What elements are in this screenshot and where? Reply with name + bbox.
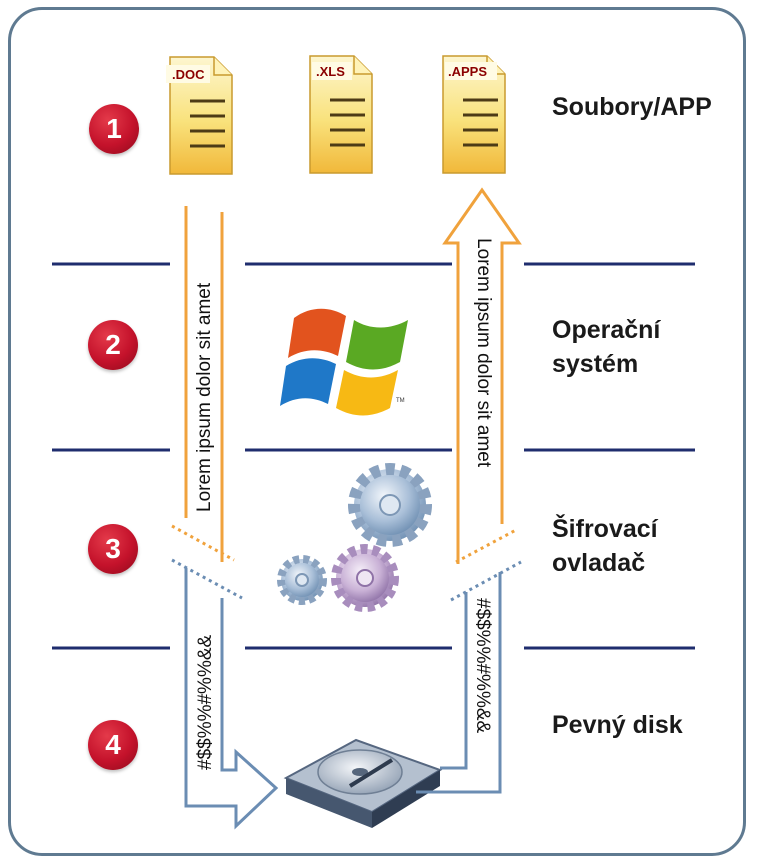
layer-label-os: Operační systém bbox=[552, 313, 660, 381]
gears-icon bbox=[277, 463, 432, 612]
plaintext-arrows bbox=[171, 187, 522, 564]
layer-label-os-line1: Operační bbox=[552, 316, 661, 344]
layer-label-driver-line2: ovladač bbox=[552, 549, 646, 577]
ciphertext-label-left: #$$%%#%%&& bbox=[195, 634, 216, 770]
step-badge-4: 4 bbox=[88, 720, 138, 770]
layer-dividers bbox=[52, 262, 695, 650]
layer-label-disk-line1: Pevný disk bbox=[552, 711, 683, 739]
layer-label-driver-line1: Šifrovací bbox=[552, 515, 658, 543]
layer-label-files: Soubory/APP bbox=[552, 90, 712, 124]
layer-label-files-line1: Soubory/APP bbox=[552, 93, 712, 121]
step-badge-3: 3 bbox=[88, 524, 138, 574]
gear-small-icon bbox=[277, 555, 327, 605]
gear-purple-icon bbox=[331, 544, 399, 612]
ciphertext-arrows bbox=[171, 558, 522, 830]
layer-label-disk: Pevný disk bbox=[552, 708, 683, 742]
gear-large-icon bbox=[348, 463, 432, 547]
plaintext-label-left: Lorem ipsum dolor sit amet bbox=[194, 282, 215, 512]
plaintext-label-right: Lorem ipsum dolor sit amet bbox=[473, 238, 494, 468]
file-apps: .APPS bbox=[442, 55, 506, 174]
hard-disk-icon bbox=[283, 738, 443, 828]
file-extension-apps: .APPS bbox=[448, 64, 487, 79]
windows-logo-icon: TM bbox=[280, 308, 408, 416]
layer-label-driver: Šifrovací ovladač bbox=[552, 512, 658, 580]
file-extension-xls: .XLS bbox=[316, 64, 345, 79]
diagram-frame bbox=[8, 7, 746, 856]
svg-text:TM: TM bbox=[396, 398, 405, 404]
file-xls: .XLS bbox=[309, 55, 373, 174]
step-badge-2: 2 bbox=[88, 320, 138, 370]
file-extension-doc: .DOC bbox=[172, 67, 205, 82]
step-badge-1: 1 bbox=[89, 104, 139, 154]
file-doc: .DOC bbox=[166, 56, 233, 175]
layer-label-os-line2: systém bbox=[552, 350, 639, 378]
ciphertext-label-right: #$$%%#%%&& bbox=[472, 598, 493, 734]
